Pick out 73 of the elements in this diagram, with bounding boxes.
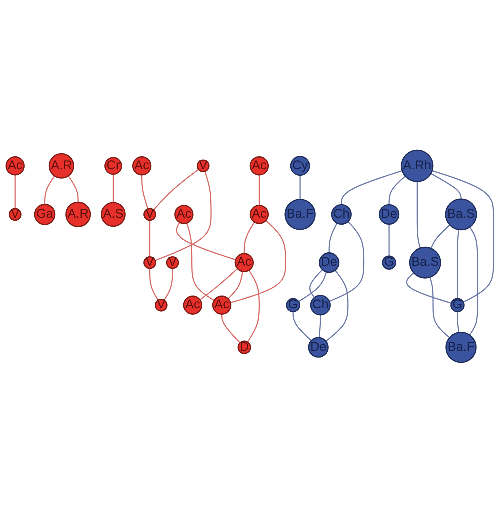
connector — [430, 173, 462, 200]
connector — [222, 314, 241, 344]
connector — [416, 182, 422, 248]
node-circle: Ac — [212, 296, 232, 315]
connector — [388, 224, 390, 256]
connector — [469, 227, 478, 336]
node-circle: G — [382, 256, 396, 270]
node-circle: Ba.F — [284, 199, 316, 230]
node-circle: De — [379, 204, 400, 225]
node-circle: V — [144, 256, 156, 270]
connector — [292, 312, 312, 342]
connector — [258, 175, 260, 206]
connector — [200, 268, 238, 300]
connector — [14, 175, 16, 209]
connector — [329, 221, 365, 302]
node-circle: Ac — [250, 205, 270, 224]
connector — [186, 223, 215, 302]
connector — [430, 224, 450, 249]
node-circle: V — [144, 208, 156, 222]
node-circle: Ba.S — [409, 246, 442, 279]
node-circle: V — [154, 298, 168, 312]
node-circle: Ch — [310, 295, 331, 316]
node-circle: Ac — [234, 253, 254, 272]
node-circle: Ba.F — [446, 332, 477, 364]
connector — [457, 230, 460, 299]
node-circle: Cr — [104, 157, 122, 176]
connector — [149, 268, 159, 301]
connector — [153, 169, 200, 211]
connector — [164, 268, 174, 301]
connector — [318, 315, 322, 338]
node-circle: Ch — [331, 204, 352, 225]
node-circle: Ac — [174, 205, 194, 224]
node-circle: Ba.S — [445, 198, 478, 231]
node-circle: De — [308, 337, 329, 358]
connector — [430, 277, 450, 338]
connector — [247, 270, 260, 343]
connector — [406, 272, 452, 304]
node-circle: V — [8, 208, 22, 222]
connector — [388, 176, 406, 205]
node-circle: G — [286, 298, 300, 313]
node-circle: A.Rh — [401, 150, 434, 182]
node-circle: A.R — [66, 202, 92, 228]
node-circle: Ga — [34, 204, 56, 226]
node-circle: V — [166, 256, 180, 270]
connector — [341, 170, 403, 205]
connector — [228, 272, 244, 300]
connector — [176, 222, 236, 261]
connector — [44, 176, 56, 205]
connector — [298, 272, 328, 302]
connector — [155, 172, 212, 262]
node-circle: Ac — [132, 156, 152, 176]
connector — [149, 220, 151, 258]
node-circle: Ac — [183, 296, 203, 315]
connector — [68, 176, 79, 202]
connector — [328, 223, 338, 254]
connector — [112, 174, 114, 203]
connector — [310, 269, 324, 298]
connector — [300, 175, 301, 200]
connector — [142, 175, 149, 210]
connector — [432, 170, 494, 303]
node-circle: Ac — [250, 156, 270, 176]
node-circle: Ac — [6, 156, 25, 176]
node-circle: A.S — [101, 202, 126, 228]
node-circle: V — [196, 160, 210, 173]
node-circle: D — [238, 340, 252, 354]
node-circle: Cy — [290, 156, 310, 176]
connector — [457, 312, 460, 333]
connector — [244, 222, 256, 254]
node-circle: A.R — [48, 153, 74, 179]
connector — [326, 270, 349, 342]
node-circle: G — [450, 298, 465, 313]
connector — [230, 220, 286, 304]
node-circle: De — [319, 252, 340, 274]
